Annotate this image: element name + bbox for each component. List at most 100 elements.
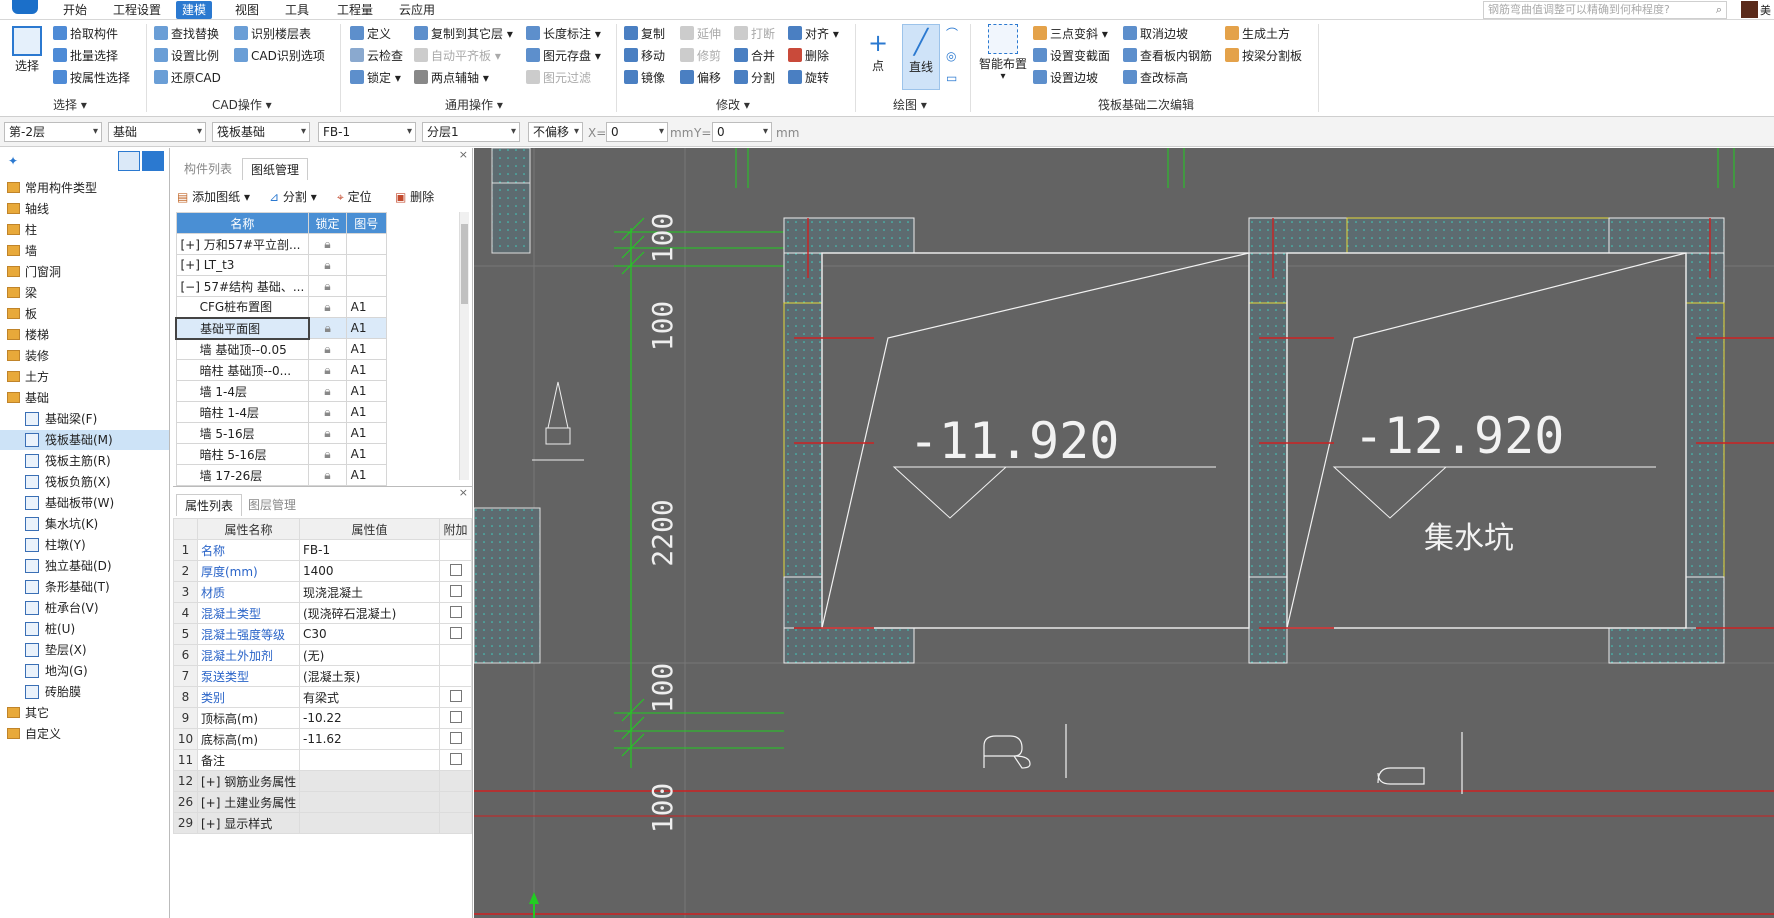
smart-layout-button[interactable]: 智能布置▾	[978, 24, 1028, 82]
tab-component-list[interactable]: 构件列表	[184, 162, 233, 176]
checkbox[interactable]	[449, 689, 462, 702]
wall[interactable]	[1248, 576, 1288, 664]
set-scale-button[interactable]: 设置比例	[154, 46, 219, 66]
split-button[interactable]: 分割	[734, 68, 775, 88]
drawing-row[interactable]: [+] LT_t3🔒︎	[175, 254, 388, 276]
close-icon[interactable]: ×	[458, 148, 468, 161]
sump-pit-outline[interactable]	[821, 252, 1250, 629]
property-value[interactable]	[299, 749, 440, 771]
menu-tab-tools[interactable]: 工具	[285, 3, 310, 17]
tab-drawing-management[interactable]: 图纸管理	[242, 158, 309, 180]
three-point-slope-button[interactable]: 三点变斜 ▾	[1033, 24, 1108, 44]
mirror-button[interactable]: 镜像	[624, 68, 665, 88]
drawing-row[interactable]: 暗柱 1-4层🔒︎A1	[175, 401, 388, 423]
checkbox[interactable]	[449, 605, 462, 618]
break-button[interactable]: 打断	[734, 24, 775, 44]
tree-item[interactable]: 垫层(X)	[0, 640, 169, 660]
tree-folder[interactable]: 基础	[0, 388, 169, 408]
property-row[interactable]: 29[+] 显示样式	[173, 812, 472, 834]
move-button[interactable]: 移动	[624, 46, 665, 66]
property-row[interactable]: 12[+] 钢筋业务属性	[173, 770, 472, 792]
property-row[interactable]: 26[+] 土建业务属性	[173, 791, 472, 813]
lock-icon[interactable]: 🔒︎	[308, 464, 347, 486]
lock-icon[interactable]: 🔒︎	[308, 443, 347, 465]
define-button[interactable]: 定义	[350, 24, 391, 44]
lock-icon[interactable]: 🔒︎	[308, 380, 347, 402]
y-input[interactable]: 0	[712, 122, 772, 142]
rectangle-icon[interactable]: ▭	[946, 71, 958, 85]
lock-icon[interactable]: 🔒︎	[308, 317, 347, 339]
avatar[interactable]	[1741, 1, 1758, 18]
tree-folder[interactable]: 装修	[0, 346, 169, 366]
pin-icon[interactable]: ✦	[8, 154, 19, 168]
drawing-scrollbar[interactable]	[459, 212, 469, 480]
lock-icon[interactable]: 🔒︎	[308, 254, 347, 276]
add-drawing-button[interactable]: ▤ 添加图纸 ▾	[177, 190, 251, 204]
group-label-cad[interactable]: CAD操作 ▾	[212, 98, 272, 112]
edit-elevation-button[interactable]: 查改标高	[1123, 68, 1188, 88]
wall-highlight[interactable]	[1346, 217, 1610, 254]
view-rebar-button[interactable]: 查看板内钢筋	[1123, 46, 1212, 66]
delete-drawing-button[interactable]: ▣ 删除	[395, 188, 434, 205]
search-icon[interactable]: ⌕	[1715, 3, 1722, 16]
lock-icon[interactable]: 🔒︎	[308, 275, 347, 297]
point-button[interactable]: + 点	[862, 28, 894, 74]
tree-item[interactable]: 柱墩(Y)	[0, 535, 169, 555]
menu-tab-modeling[interactable]: 建模	[176, 1, 213, 19]
align-button[interactable]: 对齐 ▾	[788, 24, 839, 44]
list-view-icon[interactable]	[118, 151, 140, 171]
property-value[interactable]: (现浇碎石混凝土)	[299, 602, 440, 624]
property-value[interactable]: 有梁式	[299, 686, 440, 708]
tree-folder[interactable]: 柱	[0, 220, 169, 240]
extend-button[interactable]: 延伸	[680, 24, 721, 44]
property-value[interactable]: (混凝土泵)	[299, 665, 440, 687]
line-button[interactable]: ╱ 直线	[902, 24, 940, 90]
wall[interactable]	[783, 217, 915, 254]
cloud-check-button[interactable]: 云检查	[350, 46, 403, 66]
copy-button[interactable]: 复制	[624, 24, 665, 44]
drawing-row[interactable]: 暗柱 基础顶--0...🔒︎A1	[175, 359, 388, 381]
drawing-row[interactable]: 墙 1-4层🔒︎A1	[175, 380, 388, 402]
tree-folder[interactable]: 梁	[0, 283, 169, 303]
lock-icon[interactable]: 🔒︎	[308, 233, 347, 255]
locate-button[interactable]: ⌖ 定位	[337, 188, 372, 205]
tree-folder[interactable]: 土方	[0, 367, 169, 387]
restore-cad-button[interactable]: 还原CAD	[154, 68, 221, 88]
property-value[interactable]: 现浇混凝土	[299, 581, 440, 603]
tree-folder[interactable]: 轴线	[0, 199, 169, 219]
split-drawing-button[interactable]: ⊿ 分割 ▾	[269, 190, 317, 204]
rotate-button[interactable]: 旋转	[788, 68, 829, 88]
tree-folder[interactable]: 门窗洞	[0, 262, 169, 282]
wall-highlight[interactable]	[1685, 302, 1725, 578]
sump-pit-outline[interactable]	[1286, 252, 1687, 629]
checkbox[interactable]	[449, 710, 462, 723]
tree-folder[interactable]: 其它	[0, 703, 169, 723]
tree-item[interactable]: 独立基础(D)	[0, 556, 169, 576]
drawing-row[interactable]: 墙 基础顶--0.05🔒︎A1	[175, 338, 388, 360]
wall[interactable]	[1608, 627, 1725, 664]
property-value[interactable]: C30	[299, 623, 440, 645]
tree-item[interactable]: 基础板带(W)	[0, 493, 169, 513]
property-value[interactable]: (无)	[299, 644, 440, 666]
column[interactable]	[491, 182, 531, 254]
x-input[interactable]: 0	[606, 122, 668, 142]
wall-highlight[interactable]	[783, 302, 823, 578]
drawing-row[interactable]: 墙 17-26层🔒︎A1	[175, 464, 388, 486]
lock-icon[interactable]: 🔒︎	[308, 338, 347, 360]
grid-view-icon[interactable]	[142, 151, 164, 171]
column[interactable]	[474, 507, 541, 664]
set-edge-slope-button[interactable]: 设置边坡	[1033, 68, 1098, 88]
category-select[interactable]: 基础	[108, 122, 206, 142]
pick-component-button[interactable]: 拾取构件	[53, 24, 118, 44]
wall-highlight[interactable]	[1248, 302, 1288, 578]
tree-item[interactable]: 集水坑(K)	[0, 514, 169, 534]
tree-item[interactable]: 桩(U)	[0, 619, 169, 639]
element-filter-button[interactable]: 图元过滤	[526, 68, 591, 88]
length-dimension-button[interactable]: 长度标注 ▾	[526, 24, 601, 44]
